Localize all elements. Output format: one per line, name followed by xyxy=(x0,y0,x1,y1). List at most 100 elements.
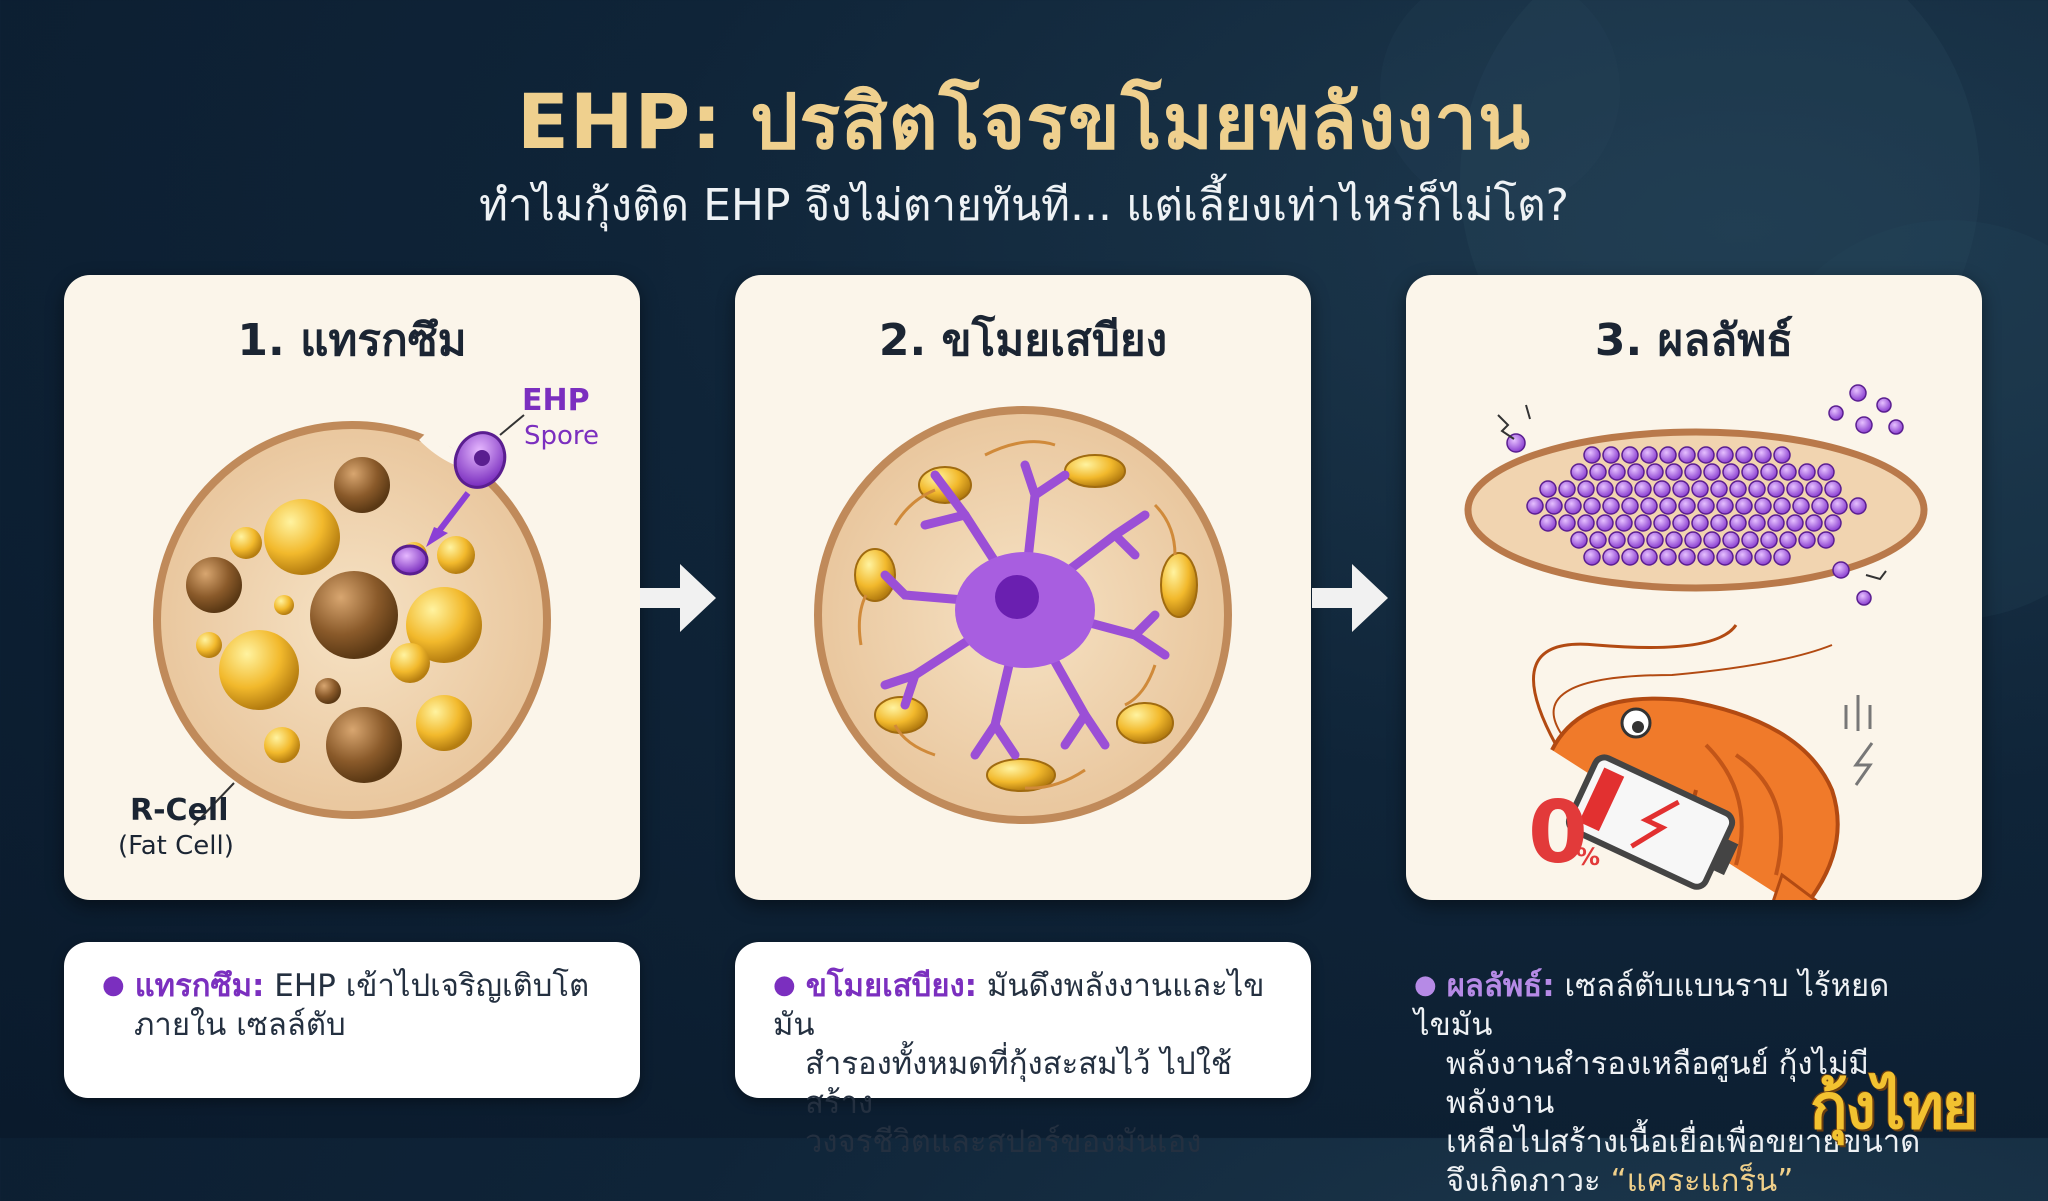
spore-dot xyxy=(1754,446,1772,464)
spore-dot xyxy=(1577,480,1595,498)
page-subtitle: ทำไมกุ้งติด EHP จึงไม่ตายทันที... แต่เลี… xyxy=(478,180,1570,231)
result-illustration xyxy=(1464,384,1928,900)
spore-dot xyxy=(1703,531,1721,549)
spore-dot xyxy=(1773,497,1791,515)
spore-dot xyxy=(1722,463,1740,481)
spore-dot xyxy=(1615,480,1633,498)
spore-dot xyxy=(1684,531,1702,549)
spore-dot xyxy=(1697,446,1715,464)
spore-dot xyxy=(1748,480,1766,498)
description-line: ● แทรกซึม: EHP เข้าไปเจริญเติบโต xyxy=(102,966,610,1006)
spore-dot xyxy=(1665,463,1683,481)
spore-dot xyxy=(1678,446,1696,464)
panel-heading: 2. ขโมยเสบียง xyxy=(878,315,1168,366)
spore-dot xyxy=(1735,446,1753,464)
spore-dot xyxy=(1596,514,1614,532)
description-text: สำรองทั้งหมดที่กุ้งสะสมไว้ ไปใช้สร้าง xyxy=(805,1046,1232,1121)
spore-dot xyxy=(1741,531,1759,549)
description-stealing: ●ขโมยเสบียง: มันดึงพลังงานและไขมัน สำรอง… xyxy=(735,942,1311,1160)
spore-dot xyxy=(1729,514,1747,532)
spore-dot xyxy=(1811,497,1829,515)
bullet-icon: ● xyxy=(102,970,125,1000)
spore-dot xyxy=(1722,531,1740,549)
spore-dot xyxy=(1754,548,1772,566)
spore-dot xyxy=(1767,480,1785,498)
description-term: ขโมยเสบียง: xyxy=(805,968,978,1004)
spore-dot xyxy=(1805,480,1823,498)
spore-dot xyxy=(1741,463,1759,481)
spore-dot xyxy=(1760,531,1778,549)
spore-dot xyxy=(1703,463,1721,481)
spore-dot xyxy=(1583,548,1601,566)
spore-dot xyxy=(1564,497,1582,515)
spore-dot xyxy=(1716,548,1734,566)
spore-dot xyxy=(1735,497,1753,515)
bullet-icon: ● xyxy=(1414,970,1437,1000)
spore-dot xyxy=(1824,514,1842,532)
spore-label: EHP xyxy=(522,383,590,418)
description-line: ●ขโมยเสบียง: มันดึงพลังงานและไขมัน xyxy=(773,966,1281,1045)
spore-dot xyxy=(1577,514,1595,532)
spore-dot xyxy=(1805,514,1823,532)
spore-dot xyxy=(1602,548,1620,566)
spore-dot xyxy=(1779,531,1797,549)
spore-dot xyxy=(1817,463,1835,481)
spore-dot xyxy=(1640,548,1658,566)
spore-dot xyxy=(1824,480,1842,498)
spore-dot xyxy=(1754,497,1772,515)
spore-dot xyxy=(1646,463,1664,481)
panel-infiltration: 1. แทรกซึม EHP Spore R-Cell (Fat Cell) xyxy=(64,275,640,900)
spore-dot xyxy=(1849,497,1867,515)
spore-dot xyxy=(1539,480,1557,498)
spore-dot xyxy=(1830,497,1848,515)
battery-percent-unit: % xyxy=(1576,843,1601,871)
spore-dot xyxy=(1659,497,1677,515)
spore-dot xyxy=(1710,480,1728,498)
spore-dot xyxy=(1716,497,1734,515)
spore-dot xyxy=(1634,480,1652,498)
panel-heading: 3. ผลลัพธ์ xyxy=(1594,315,1794,366)
spore-dot xyxy=(1570,531,1588,549)
spore-dot xyxy=(1634,514,1652,532)
arrow-right-icon xyxy=(1312,564,1388,632)
spore-dot xyxy=(1583,446,1601,464)
panel-stealing: 2. ขโมยเสบียง xyxy=(735,275,1311,900)
description-term: แทรกซึม: xyxy=(134,968,265,1004)
spore-dot xyxy=(1621,446,1639,464)
spore-dot xyxy=(1729,480,1747,498)
description-line: ●ผลลัพธ์: เซลล์ตับแบนราบ ไร้หยดไขมัน xyxy=(1414,966,1922,1045)
spore-dot xyxy=(1545,497,1563,515)
description-term: ผลลัพธ์: xyxy=(1446,968,1555,1004)
fat-cell-illustration xyxy=(153,414,551,826)
spore-dot xyxy=(1583,497,1601,515)
spore-dot xyxy=(1640,446,1658,464)
description-infiltration: ●แทรกซึม: EHP เข้าไปเจริญเติบโต ภายใน เซ… xyxy=(64,942,640,1098)
page-title: EHP: ปรสิตโจรขโมยพลังงาน xyxy=(517,77,1531,166)
cell-sublabel: (Fat Cell) xyxy=(118,831,234,861)
spore-dot xyxy=(1786,514,1804,532)
description-text: พลังงานสำรองเหลือศูนย์ กุ้งไม่มีพลังงาน xyxy=(1446,1046,1869,1121)
spore-dot xyxy=(1602,497,1620,515)
spore-dot xyxy=(1589,463,1607,481)
spore-dot xyxy=(1526,497,1544,515)
bullet-icon: ● xyxy=(773,970,796,1000)
arrow-right-icon xyxy=(640,564,716,632)
description-text: จึงเกิดภาวะ xyxy=(1446,1163,1601,1199)
spore-dot xyxy=(1653,480,1671,498)
spore-dot xyxy=(1767,514,1785,532)
spore-dot xyxy=(1684,463,1702,481)
battery-percent-value: 0 xyxy=(1528,783,1588,883)
spore-dot xyxy=(1691,514,1709,532)
spore-dot xyxy=(1621,497,1639,515)
spore-dot xyxy=(1697,497,1715,515)
spore-dot xyxy=(1678,548,1696,566)
spore-dot xyxy=(1792,497,1810,515)
spore-dot xyxy=(1596,480,1614,498)
spore-dot xyxy=(1653,514,1671,532)
spore-dot xyxy=(1748,514,1766,532)
parasite-cell-illustration xyxy=(814,406,1232,824)
description-text: EHP เข้าไปเจริญเติบโต xyxy=(274,968,590,1004)
description-quote: “แคระแกร็น” xyxy=(1610,1163,1794,1199)
spore-dot xyxy=(1786,480,1804,498)
cell-label: R-Cell xyxy=(130,793,229,828)
